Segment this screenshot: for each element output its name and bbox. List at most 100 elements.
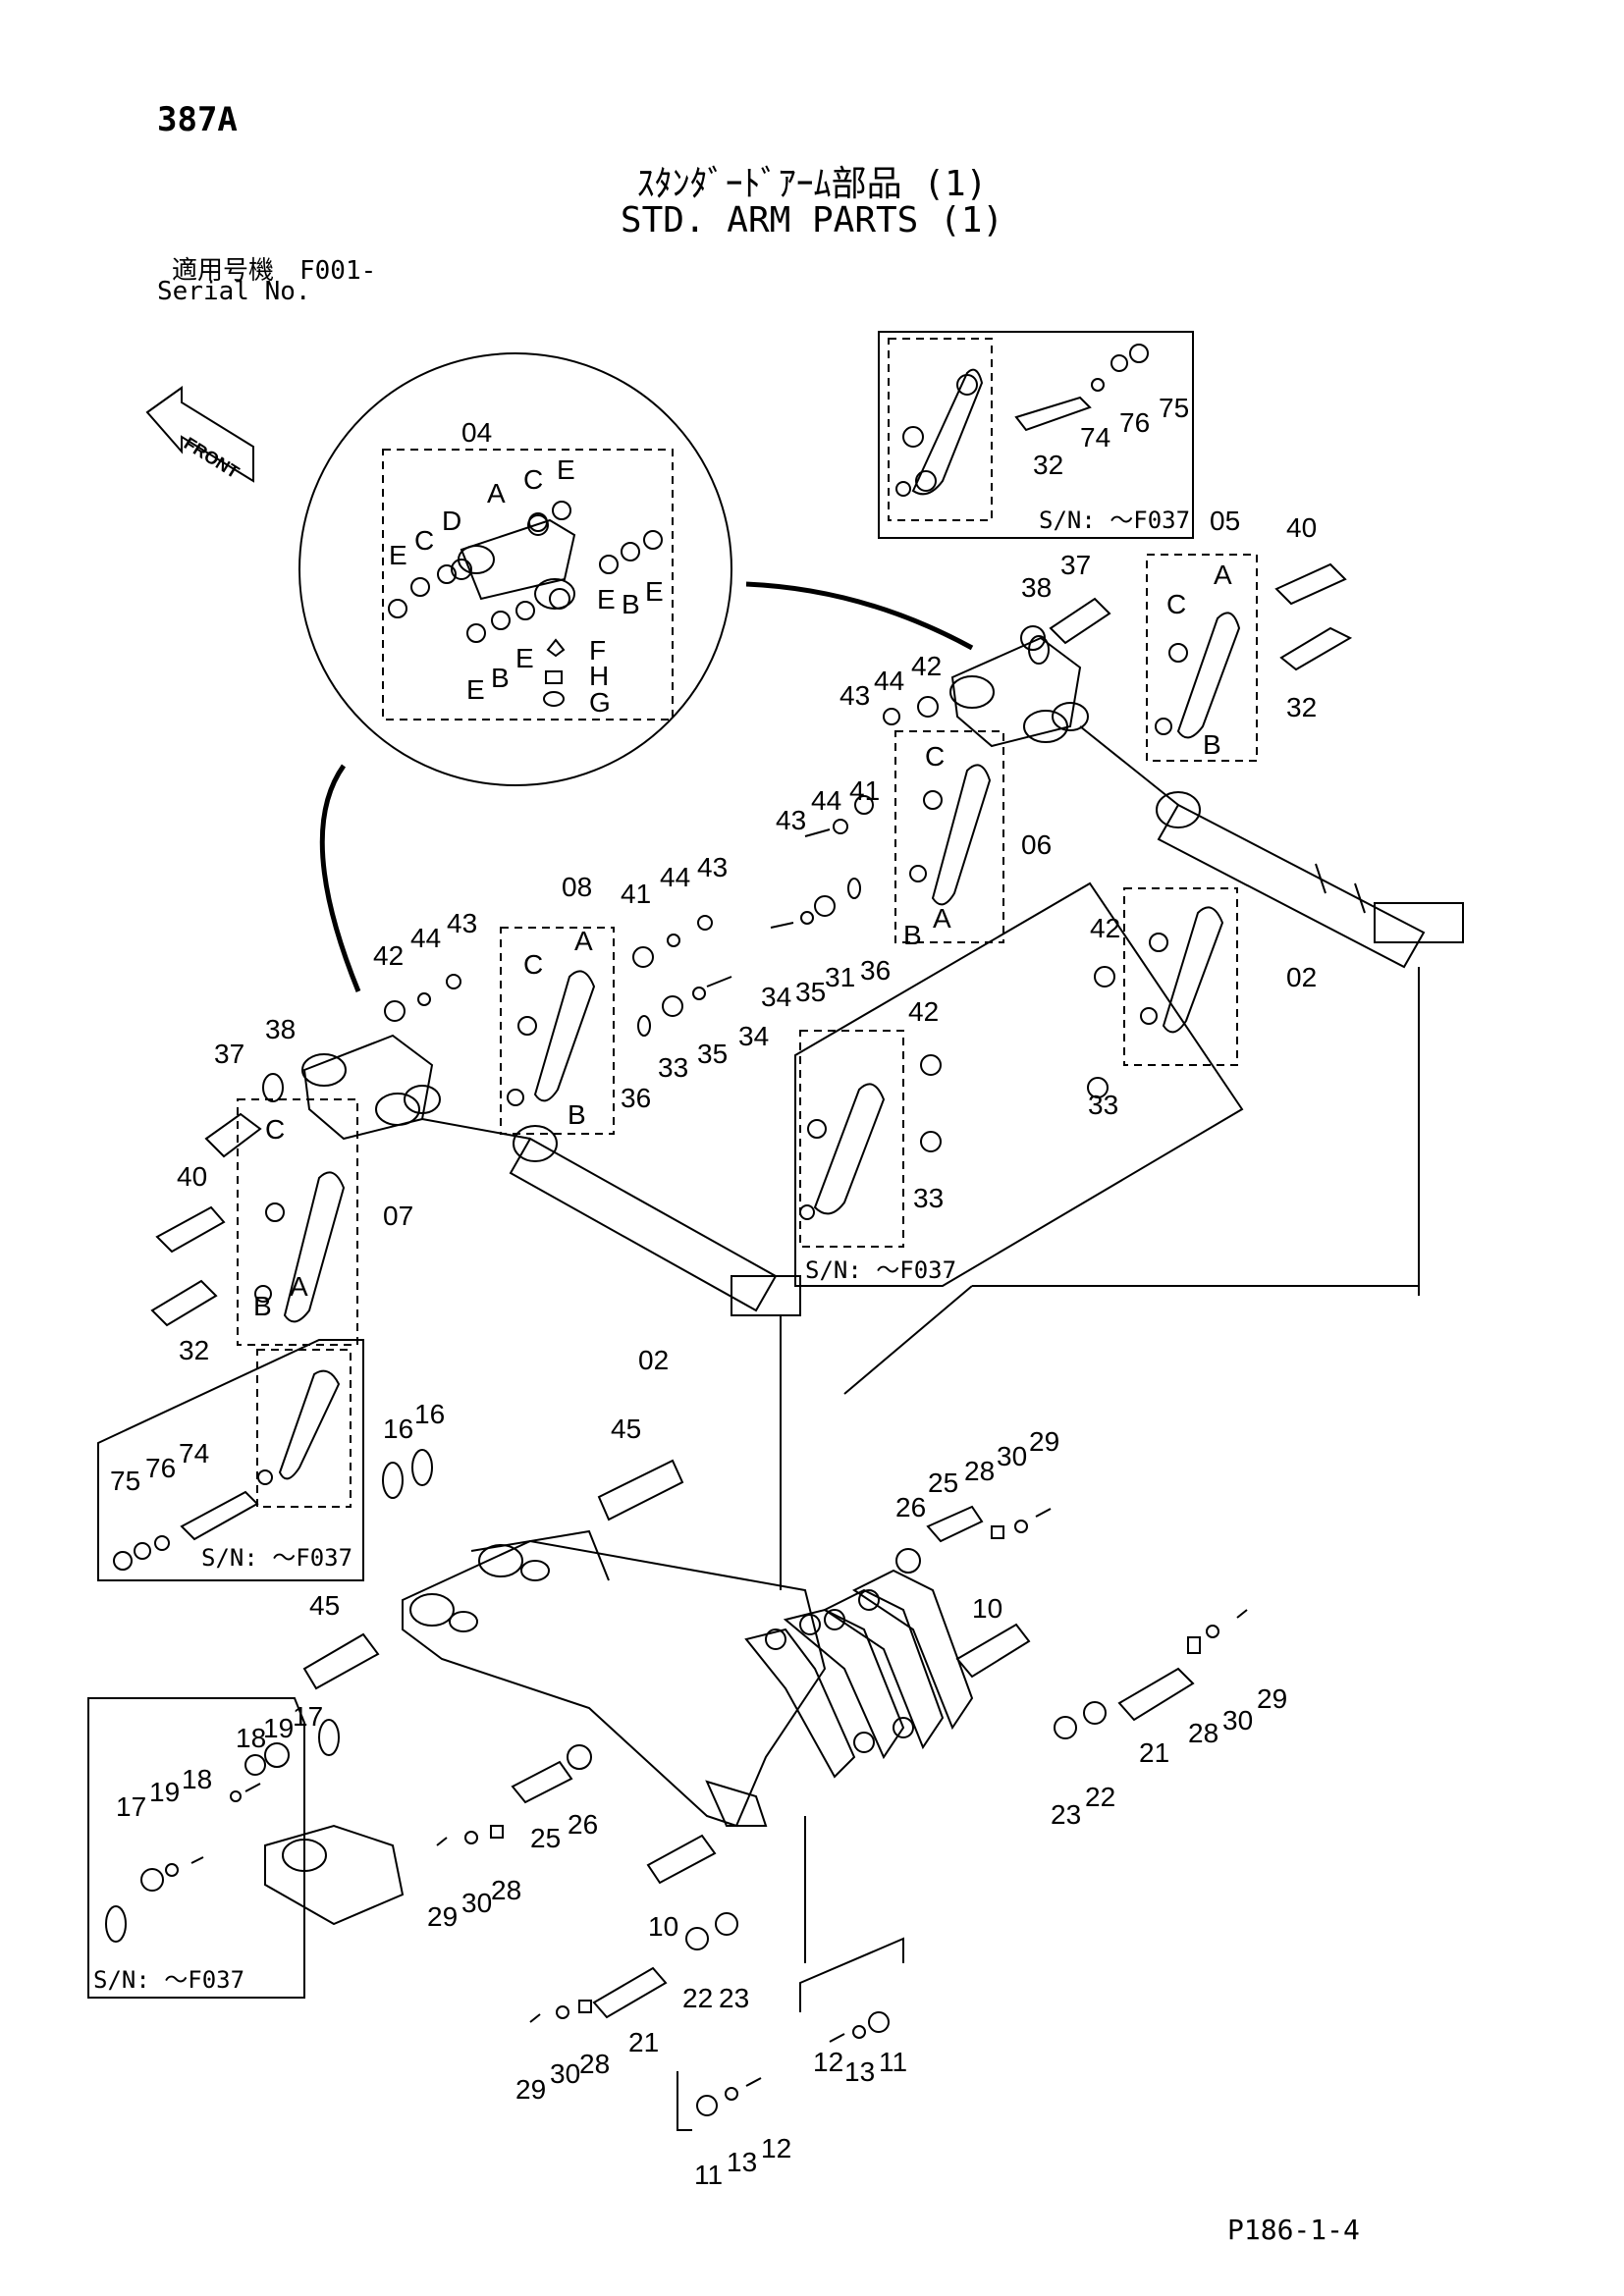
left-assembly [150, 915, 801, 1590]
letter-e-detail: E [557, 454, 575, 485]
callout-35-left: 35 [697, 1039, 728, 1069]
footer-code: P186-1-4 [1227, 2214, 1360, 2246]
callout-25-right: 25 [928, 1468, 958, 1498]
letter-g-detail: G [589, 687, 611, 718]
callout-10-left: 10 [648, 1911, 678, 1942]
callout-45-left: 45 [309, 1590, 340, 1621]
callout-30-bottom: 30 [550, 2058, 580, 2089]
callout-40-left: 40 [177, 1161, 207, 1192]
sn-note-top: S/N: ～F037 [1039, 507, 1190, 534]
callout-10-right: 10 [972, 1593, 1002, 1624]
callout-23-right: 23 [1051, 1799, 1081, 1830]
serial-label-en: Serial No. [157, 277, 311, 306]
letter-e2-detail: E [389, 540, 407, 570]
callout-41-top: 41 [849, 775, 880, 806]
callout-22-right: 22 [1085, 1782, 1115, 1812]
letter-e5-detail: E [515, 643, 534, 673]
callout-32-top: 32 [1033, 450, 1063, 480]
callout-29-left: 29 [427, 1901, 458, 1932]
callout-44-mid: 44 [811, 785, 841, 816]
callout-13-left: 13 [727, 2147, 757, 2177]
callout-08: 08 [562, 872, 592, 902]
callout-16-b: 16 [414, 1399, 445, 1429]
letter-a-08: A [574, 926, 593, 956]
page-title-en: STD. ARM PARTS (1) [620, 200, 1004, 240]
letter-c-detail: C [523, 464, 543, 495]
callout-34-upper: 34 [761, 982, 791, 1012]
callout-42-left: 42 [373, 940, 404, 971]
detail-box-sn-top-right [878, 331, 1194, 539]
callout-34-left: 34 [738, 1021, 769, 1051]
front-label: FRONT [181, 433, 243, 482]
letter-b-06: B [903, 920, 922, 950]
callout-21-left: 21 [628, 2027, 659, 2057]
callout-74-top: 74 [1080, 422, 1110, 453]
letter-a-07: A [290, 1271, 308, 1302]
detail-circle-04 [298, 352, 974, 992]
callout-28-left: 28 [491, 1875, 521, 1905]
callout-33-left: 33 [658, 1052, 688, 1083]
letter-a-detail: A [487, 478, 506, 508]
callout-38-left: 38 [265, 1014, 296, 1044]
letter-b2-detail: B [491, 663, 510, 693]
callout-labels: 04 05 06 07 08 02 02 32 74 76 75 S/N: ～F… [93, 393, 1317, 2190]
callout-28-bottom: 28 [579, 2049, 610, 2079]
callout-32-left: 32 [179, 1335, 209, 1365]
letter-h-detail: H [589, 661, 609, 691]
callout-29-right: 29 [1029, 1426, 1059, 1457]
callout-42-mid: 42 [908, 996, 939, 1027]
letter-c-07: C [265, 1114, 285, 1145]
callout-19-lower: 19 [149, 1777, 180, 1807]
callout-30-far-right: 30 [1222, 1705, 1253, 1735]
callout-04: 04 [461, 417, 492, 448]
callout-33-mid: 33 [913, 1183, 944, 1213]
letter-c-06: C [925, 741, 945, 772]
callout-44-left: 44 [410, 923, 441, 953]
callout-19-upper: 19 [263, 1713, 294, 1743]
letter-d-detail: D [442, 506, 461, 536]
callout-02-upper: 02 [1286, 962, 1317, 992]
callout-32-right: 32 [1286, 692, 1317, 722]
callout-13-right: 13 [844, 2056, 875, 2087]
letter-b-05: B [1203, 729, 1221, 760]
callout-11-left: 11 [694, 2160, 723, 2190]
letter-f-detail: F [589, 635, 606, 666]
callout-12-right: 12 [813, 2047, 843, 2077]
letter-c2-detail: C [414, 525, 434, 556]
callout-75-top: 75 [1159, 393, 1189, 423]
callout-33-right: 33 [1088, 1090, 1118, 1120]
callout-45-top: 45 [611, 1414, 641, 1444]
callout-37-top: 37 [1060, 550, 1091, 580]
detail-box-sn-middle [794, 881, 1244, 1287]
sn-note-middle: S/N: ～F037 [805, 1256, 956, 1284]
page-title-jp: ｽﾀﾝﾀﾞｰﾄﾞｱｰﾑ部品 (1) [636, 164, 988, 204]
callout-44-top: 44 [874, 666, 904, 696]
callout-29-far-right: 29 [1257, 1683, 1287, 1714]
callout-28-far-right: 28 [1188, 1718, 1218, 1748]
callout-29-bottom: 29 [515, 2074, 546, 2105]
letter-c-08: C [523, 949, 543, 980]
detail-box-sn-left [97, 1339, 364, 1581]
callout-37-left: 37 [214, 1039, 244, 1069]
letter-e3-detail: E [597, 584, 616, 614]
callout-43-mid: 43 [776, 805, 806, 835]
letter-b-detail: B [622, 589, 640, 619]
callout-21-right: 21 [1139, 1737, 1169, 1768]
callout-30-right: 30 [997, 1441, 1027, 1471]
letter-b-08: B [568, 1099, 586, 1130]
callout-28-right: 28 [964, 1456, 995, 1486]
callout-23-left: 23 [719, 1983, 749, 2013]
callout-36-upper: 36 [860, 955, 891, 986]
sn-note-left: S/N: ～F037 [201, 1544, 352, 1572]
letter-e4-detail: E [645, 576, 664, 607]
callout-41-left: 41 [621, 879, 651, 909]
callout-36-left: 36 [621, 1083, 651, 1113]
callout-22-left: 22 [682, 1983, 713, 2013]
callout-26-left: 26 [568, 1809, 598, 1840]
callout-16-a: 16 [383, 1414, 413, 1444]
callout-12-left: 12 [761, 2133, 791, 2163]
callout-31: 31 [825, 962, 855, 992]
page-number: 387A [157, 100, 238, 139]
callout-05: 05 [1210, 506, 1240, 536]
